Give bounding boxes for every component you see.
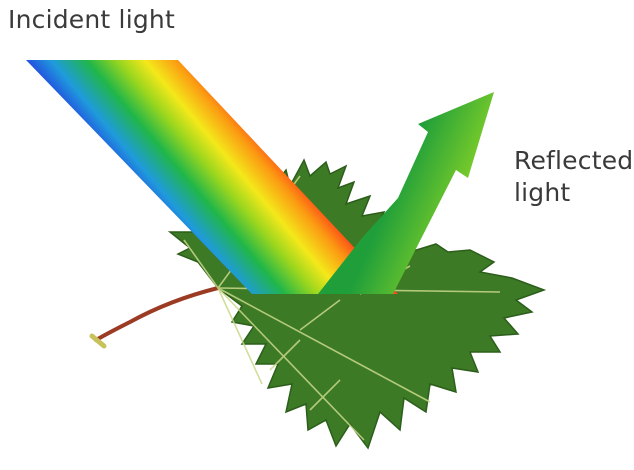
leaf-stem: [96, 288, 218, 340]
maple-leaf: [92, 160, 544, 448]
reflected-label-line2: light: [514, 177, 633, 209]
reflected-label-line1: Reflected: [514, 145, 633, 177]
incident-light-label: Incident light: [8, 4, 175, 36]
reflected-light-label: Reflected light: [514, 145, 633, 209]
